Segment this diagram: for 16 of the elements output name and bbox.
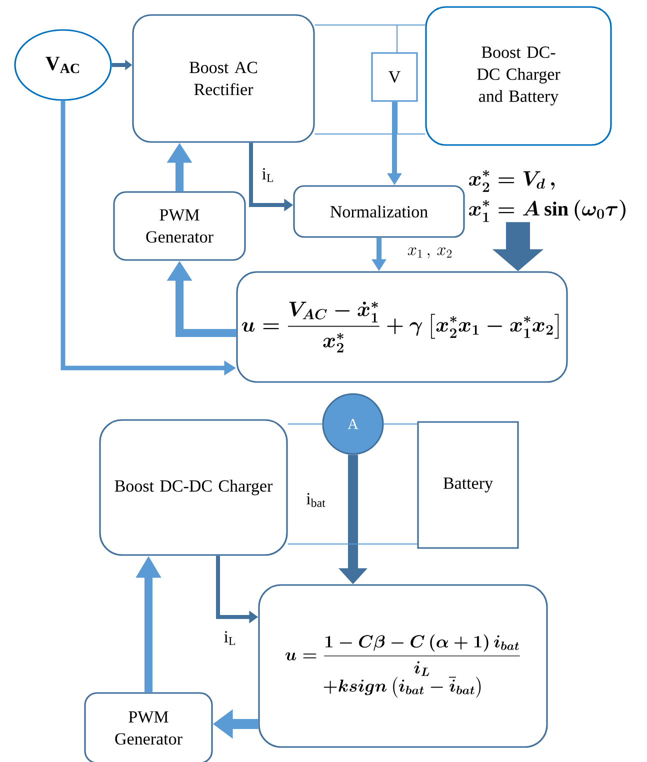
battery-box: Battery: [417, 421, 519, 549]
formula-box: $u=\frac{1-C\beta-C\left(\alpha+1\right)i_{bat}}{i_L}$ $+ksign\left(i_{bat}-\bar{i}_{bat}\right)$: [258, 584, 548, 748]
formula-box: $u=\frac{V_{AC}-\dot{x}_1^{*}}{x_2^{*}}+\gamma\left[x_2^{*}x_1-x_1^{*}x_2\right]$: [236, 271, 568, 383]
process-box: Boost DC-DC Charger and Battery: [425, 6, 612, 146]
edge-label: i$_{bat}$: [305, 492, 327, 508]
process-box: Boost DC-DC Charger: [99, 419, 288, 556]
process-box: PWM Generator: [84, 692, 213, 762]
process-box: Normalization: [293, 185, 465, 238]
edge-label: i$_{L}$: [260, 167, 276, 183]
process-box: Boost AC Rectifier: [132, 14, 315, 143]
process-box: PWM Generator: [113, 191, 246, 261]
edge-label: $x_1\,,\,x_2$: [406, 246, 454, 260]
formula-text: $x_2^{*}=V_d\,,$ $x_1^{*}=A\sin\left(\omega_0\tau\right)$: [469, 170, 626, 222]
wire: [314, 24, 426, 26]
edge-label: i$_{L}$: [222, 630, 238, 646]
meter-box: V: [371, 52, 418, 102]
